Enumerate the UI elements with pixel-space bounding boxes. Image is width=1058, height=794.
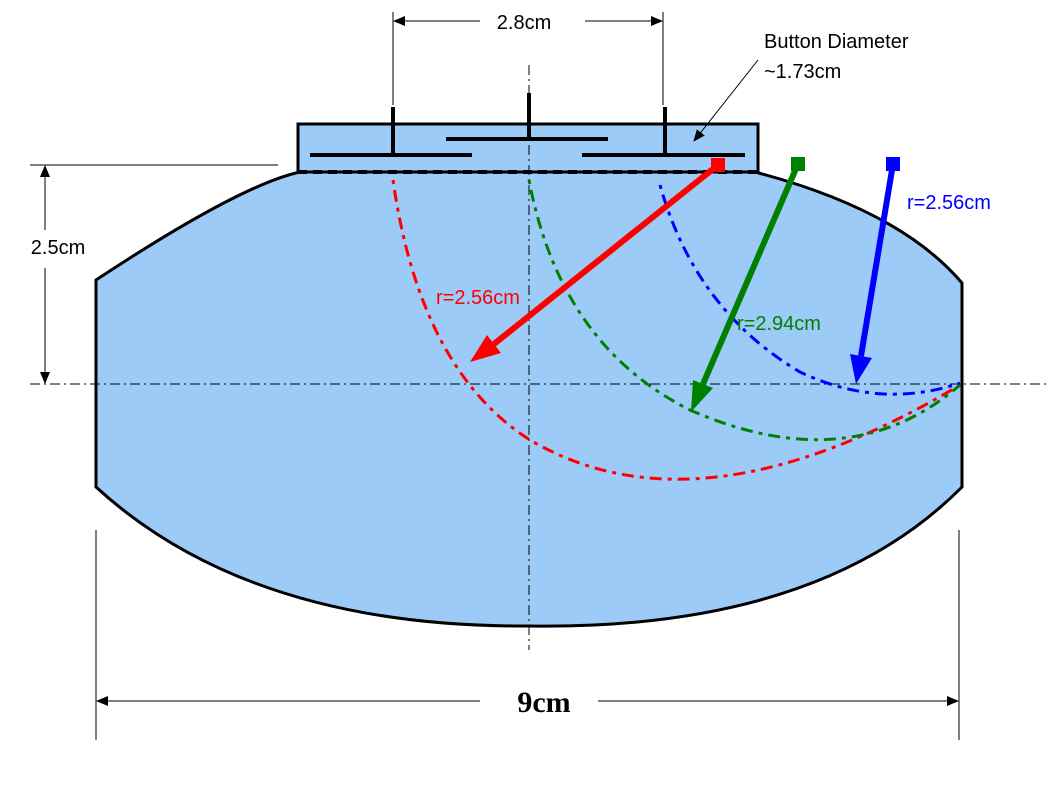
- button-diameter-label-2: ~1.73cm: [764, 61, 841, 83]
- height-dimension-label: 2.5cm: [31, 237, 85, 259]
- top-dimension-label: 2.8cm: [497, 12, 551, 34]
- width-dimension-label: 9cm: [517, 686, 570, 719]
- red-radius-shaft: [492, 162, 720, 347]
- red-arc: [391, 179, 961, 481]
- green-radius-arrowhead: [691, 380, 713, 412]
- blue-arc: [658, 184, 961, 396]
- blue-radius-arrowhead: [850, 354, 872, 384]
- blue-radius-origin: [886, 157, 900, 171]
- green-radius-shaft: [700, 162, 801, 386]
- button-diameter-label-1: Button Diameter: [764, 31, 909, 53]
- green-radius-origin: [791, 157, 805, 171]
- green-arc: [527, 179, 961, 442]
- red-radius-arrowhead: [470, 335, 501, 362]
- blue-radius-shaft: [858, 163, 896, 357]
- blue-radius-label: r=2.56cm: [907, 192, 991, 214]
- button-diameter-leader: [693, 59, 759, 142]
- green-radius-label: r=2.94cm: [737, 313, 821, 335]
- red-radius-label: r=2.56cm: [436, 287, 520, 309]
- red-radius-origin: [711, 158, 725, 172]
